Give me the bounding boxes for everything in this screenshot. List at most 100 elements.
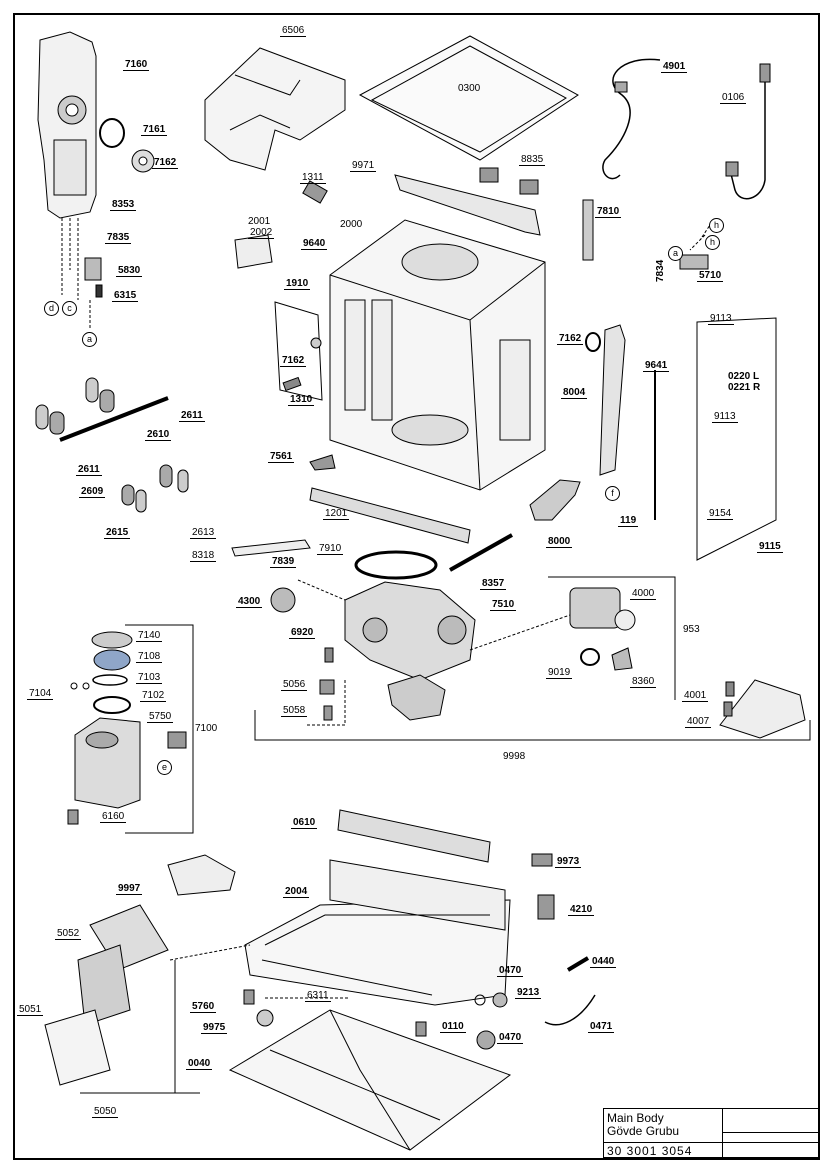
- label-7162-b: 7162: [280, 355, 307, 367]
- label-7108: 7108: [136, 651, 163, 663]
- label-0106: 0106: [720, 92, 747, 104]
- label-1310: 1310: [288, 394, 315, 406]
- part-5050-cover: [44, 1009, 111, 1086]
- label-9113-b: 9113: [712, 411, 738, 423]
- label-1201: 1201: [323, 508, 350, 520]
- part-4000-motor: [569, 587, 636, 631]
- label-9640: 9640: [301, 238, 328, 250]
- part-0040-base: [228, 1009, 512, 1151]
- part-6506-insulation: [204, 47, 346, 171]
- label-8835: 8835: [519, 154, 546, 166]
- part-4007-float: [719, 679, 806, 739]
- marker-f: f: [605, 486, 620, 501]
- label-2609: 2609: [79, 486, 106, 498]
- label-2004: 2004: [283, 886, 310, 898]
- label-119: 119: [618, 515, 639, 527]
- label-2002: 2002: [248, 227, 275, 239]
- label-8357: 8357: [480, 578, 507, 590]
- part-1910-panel: [274, 301, 323, 401]
- label-5051: 5051: [17, 1004, 44, 1016]
- label-7510: 7510: [490, 599, 517, 611]
- drawing-number: 30 3001 3054: [607, 1144, 693, 1158]
- label-2611-a: 2611: [179, 410, 205, 422]
- part-7100-tank: [74, 717, 141, 809]
- label-6160: 6160: [100, 811, 127, 823]
- label-0610: 0610: [291, 817, 318, 829]
- label-0221-r: 0221 R: [728, 382, 761, 393]
- label-1311: 1311: [300, 172, 326, 184]
- part-7910-gasket: [354, 550, 438, 580]
- label-5760: 5760: [190, 1001, 217, 1013]
- label-9115: 9115: [757, 541, 783, 553]
- part-0106-cable: [729, 80, 766, 200]
- label-4001: 4001: [682, 690, 709, 702]
- part-2004-door-frame: [244, 859, 511, 1006]
- title-main: Main Body: [607, 1111, 664, 1125]
- label-2615: 2615: [104, 527, 131, 539]
- label-0470-b: 0470: [497, 1032, 524, 1044]
- label-4210: 4210: [568, 904, 595, 916]
- label-7100: 7100: [195, 723, 218, 734]
- part-8004-arm: [599, 324, 626, 476]
- label-7162: 7162: [152, 157, 179, 169]
- label-8004: 8004: [561, 387, 588, 399]
- label-7810: 7810: [595, 206, 622, 218]
- label-1910: 1910: [284, 278, 311, 290]
- label-5750: 5750: [147, 711, 174, 723]
- label-7910: 7910: [317, 543, 344, 555]
- label-9997: 9997: [116, 883, 143, 895]
- part-2610-rod: [59, 396, 169, 442]
- label-7839: 7839: [270, 556, 297, 568]
- marker-h: h: [709, 218, 724, 233]
- label-7161: 7161: [141, 124, 168, 136]
- label-2001: 2001: [248, 216, 271, 227]
- label-0471: 0471: [588, 1021, 615, 1033]
- label-8318: 8318: [190, 550, 217, 562]
- marker-h-2: h: [705, 235, 720, 250]
- drawing-frame: [13, 13, 820, 1160]
- label-0110: 0110: [440, 1021, 466, 1033]
- group-9998-bracket: [254, 710, 811, 741]
- part-0220-side-panel: [696, 317, 777, 561]
- marker-d: d: [44, 301, 59, 316]
- label-2613: 2613: [190, 527, 217, 539]
- label-9019: 9019: [546, 667, 573, 679]
- label-6311: 6311: [305, 990, 331, 1002]
- label-7835: 7835: [105, 232, 132, 244]
- part-7810-hose: [582, 199, 594, 261]
- label-9971: 9971: [350, 160, 377, 172]
- label-7102: 7102: [140, 690, 167, 702]
- label-7834: 7834: [655, 259, 666, 282]
- label-6920: 6920: [289, 627, 316, 639]
- label-6315: 6315: [112, 290, 139, 302]
- label-5056: 5056: [281, 679, 308, 691]
- label-0470-a: 0470: [497, 965, 524, 977]
- label-9973: 9973: [555, 856, 582, 868]
- part-5710-bracket: [679, 254, 709, 270]
- label-9154: 9154: [707, 508, 734, 520]
- label-2610: 2610: [145, 429, 172, 441]
- label-0040: 0040: [186, 1058, 213, 1070]
- label-8000: 8000: [546, 536, 573, 548]
- part-2001-plate: [234, 234, 273, 269]
- label-4007: 4007: [685, 716, 712, 728]
- label-9975: 9975: [201, 1022, 228, 1034]
- part-9971-rail: [394, 174, 541, 236]
- label-2000: 2000: [340, 219, 363, 230]
- part-1311-hinge: [302, 180, 328, 204]
- part-7510-sump: [344, 581, 476, 681]
- part-6315-clip: [95, 284, 103, 298]
- part-4901-cable: [602, 58, 661, 180]
- part-7160-housing: [37, 31, 97, 219]
- marker-a: a: [82, 332, 97, 347]
- label-0440: 0440: [590, 956, 617, 968]
- part-7161-ring: [99, 118, 125, 148]
- label-5830: 5830: [116, 265, 143, 277]
- part-2000-tub: [329, 219, 546, 491]
- label-5058: 5058: [281, 705, 308, 717]
- title-block: Main Body Gövde Grubu 30 3001 3054: [603, 1108, 819, 1158]
- label-7162-c: 7162: [557, 333, 584, 345]
- label-0300: 0300: [458, 83, 481, 94]
